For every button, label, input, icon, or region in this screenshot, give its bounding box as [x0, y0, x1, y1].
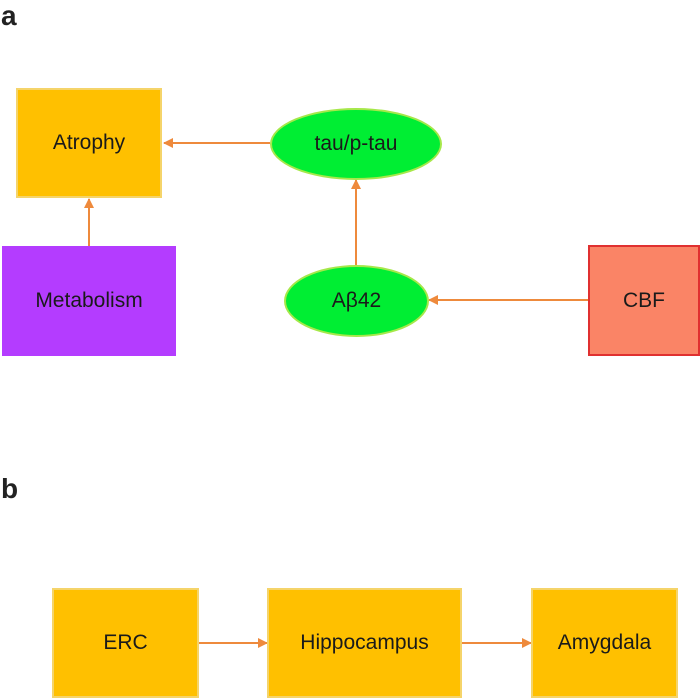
cbf-label: CBF [623, 288, 665, 312]
erc-label: ERC [103, 631, 148, 654]
hippocampus-label: Hippocampus [300, 631, 429, 654]
erc-node: ERC [52, 588, 199, 698]
metabolism-node: Metabolism [2, 246, 176, 356]
abeta-label: Aβ42 [331, 289, 382, 312]
amygdala-node: Amygdala [531, 588, 678, 698]
metabolism-label: Metabolism [35, 289, 143, 312]
panel-label-b: b [1, 473, 19, 504]
tau-node: tau/p-tau [270, 108, 442, 180]
panel-label-a: a [1, 0, 17, 31]
hippocampus-node: Hippocampus [267, 588, 462, 698]
atrophy-label: Atrophy [52, 131, 126, 154]
tau-label: tau/p-tau [314, 132, 398, 155]
cbf-node: CBF [588, 245, 700, 356]
amygdala-label: Amygdala [557, 631, 652, 654]
abeta-node: Aβ42 [284, 265, 429, 337]
atrophy-node: Atrophy [16, 88, 162, 198]
